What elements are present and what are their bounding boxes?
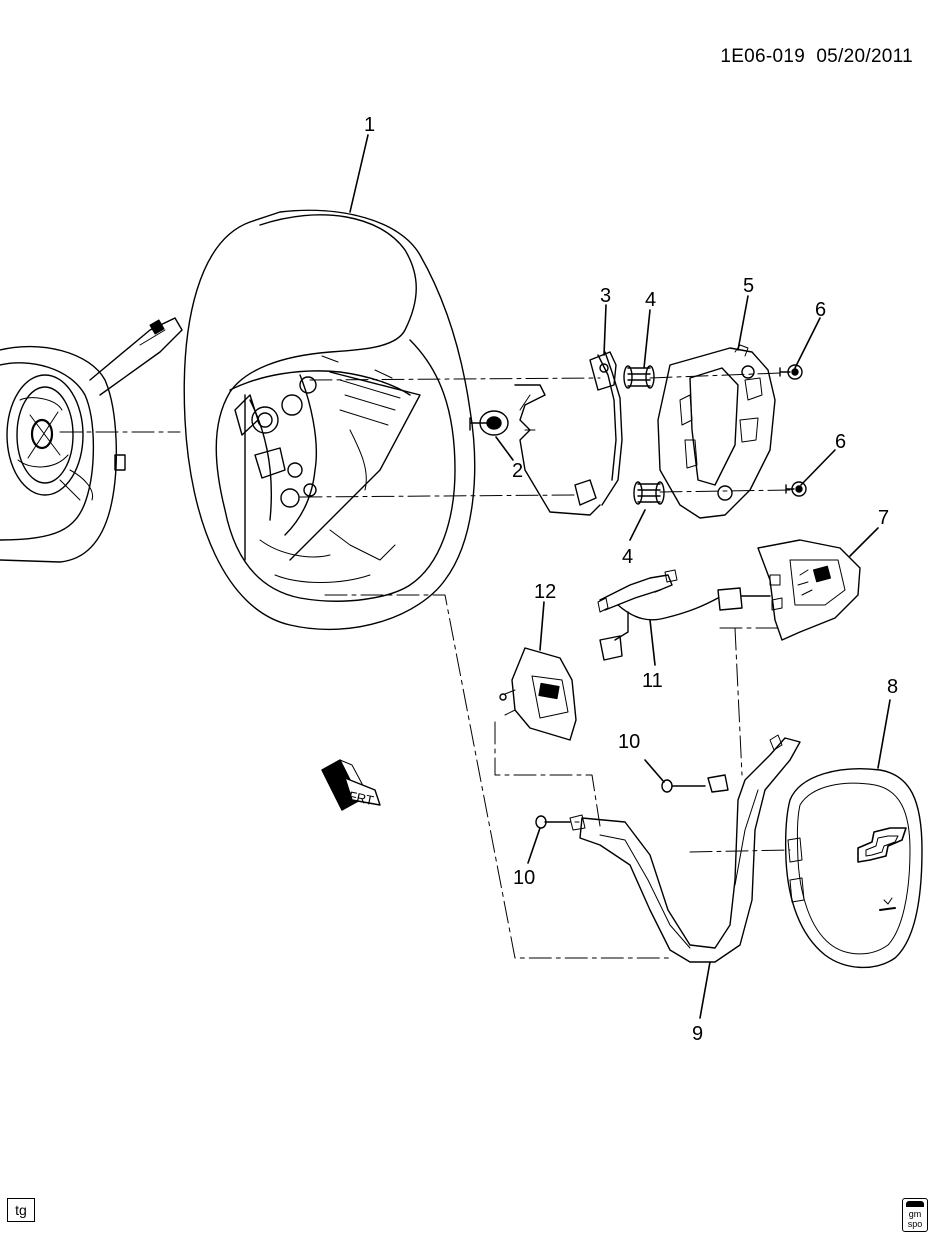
footer-badge: tg bbox=[7, 1198, 35, 1222]
trim-screw-right bbox=[661, 779, 706, 793]
steering-column-assembly bbox=[0, 317, 183, 563]
right-control-switch bbox=[757, 539, 861, 641]
callout-6-lower: 6 bbox=[835, 431, 846, 453]
callout-4-upper: 4 bbox=[645, 289, 656, 311]
screw-lower bbox=[785, 481, 807, 497]
callout-6-upper: 6 bbox=[815, 299, 826, 321]
switch-wiring-harness bbox=[597, 569, 771, 661]
callout-2: 2 bbox=[512, 460, 523, 482]
callout-labels: 1 2 3 4 4 5 6 6 7 8 9 10 10 11 12 bbox=[364, 114, 898, 1045]
callout-10-upper: 10 bbox=[618, 731, 640, 753]
callout-leaders bbox=[349, 134, 891, 1019]
frt-label: FRT bbox=[347, 788, 375, 808]
callout-3: 3 bbox=[600, 285, 611, 307]
diagram-header: 1E06-019 05/20/2011 bbox=[720, 46, 913, 68]
spring-lower bbox=[633, 481, 665, 505]
harness-bracket bbox=[514, 351, 623, 516]
trim-screw-left bbox=[535, 815, 571, 829]
callout-8: 8 bbox=[887, 676, 898, 698]
spring-upper bbox=[623, 365, 655, 389]
gm-spo-logo: gm spo bbox=[902, 1198, 928, 1232]
callout-7: 7 bbox=[878, 507, 889, 529]
doc-id: 1E06-019 bbox=[720, 46, 806, 67]
bolt bbox=[469, 410, 509, 436]
logo-line-1: gm bbox=[908, 1209, 922, 1219]
logo-line-2: spo bbox=[907, 1219, 923, 1229]
callout-4-lower: 4 bbox=[622, 546, 633, 568]
callout-11: 11 bbox=[642, 670, 663, 692]
steering-wheel bbox=[183, 209, 476, 631]
doc-date: 05/20/2011 bbox=[816, 46, 913, 67]
front-direction-indicator: FRT bbox=[321, 759, 381, 811]
callout-5: 5 bbox=[743, 275, 754, 297]
airbag-module bbox=[784, 768, 923, 969]
callout-12: 12 bbox=[534, 581, 556, 603]
alignment-lines bbox=[59, 372, 791, 959]
logo-cap-shape bbox=[906, 1201, 924, 1207]
callout-10-lower: 10 bbox=[513, 867, 535, 889]
callout-1: 1 bbox=[364, 114, 375, 136]
left-control-switch bbox=[499, 647, 577, 741]
lower-trim-cover bbox=[569, 734, 801, 963]
screw-upper bbox=[779, 364, 803, 380]
callout-9: 9 bbox=[692, 1023, 703, 1045]
